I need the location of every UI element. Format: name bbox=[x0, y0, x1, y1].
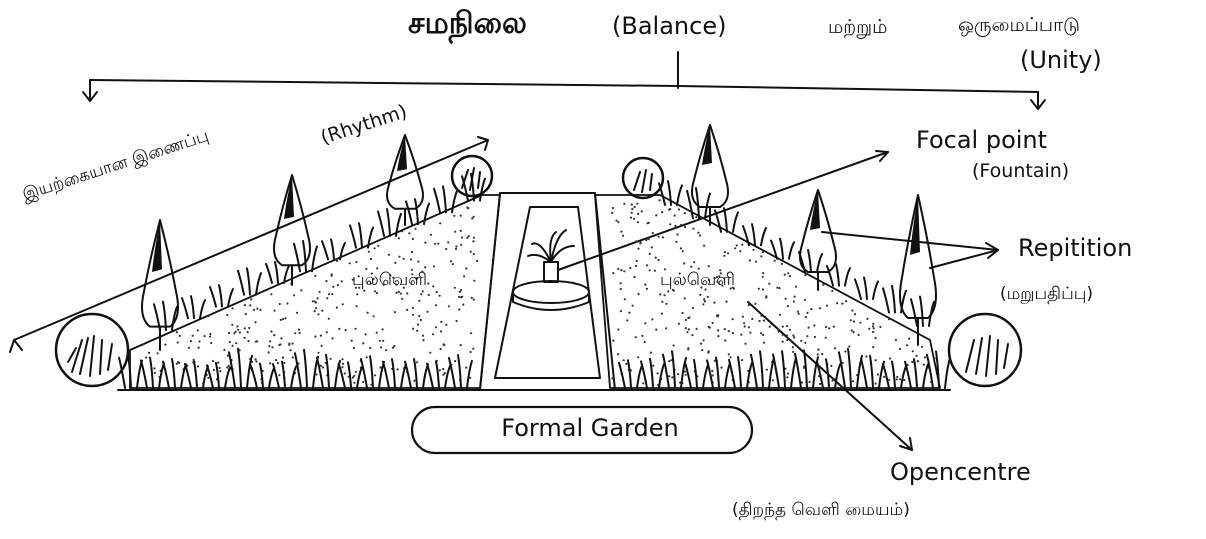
grass-tuft bbox=[685, 360, 708, 388]
lawn-right-label: புல்வெளி bbox=[660, 270, 735, 292]
grass-tuft bbox=[619, 360, 642, 388]
focal-point-sub-label: (Fountain) bbox=[972, 160, 1069, 182]
grass-tuft bbox=[273, 362, 296, 388]
grass-tuft bbox=[361, 356, 384, 388]
trees bbox=[142, 125, 936, 350]
grass-tuft bbox=[855, 277, 878, 299]
grass-tuft bbox=[641, 359, 664, 388]
grass-tuft bbox=[883, 362, 906, 388]
grass-tuft bbox=[295, 350, 318, 388]
grass-tuft bbox=[182, 296, 205, 318]
grass-tuft bbox=[911, 296, 934, 325]
grass-tuft bbox=[339, 362, 362, 388]
grass-tuft bbox=[434, 186, 457, 212]
grass-tuft bbox=[861, 356, 884, 388]
bush-icon bbox=[56, 314, 128, 386]
repetition-sub-label: (மறுபதிப்பு) bbox=[1000, 284, 1093, 306]
unity-tamil-label: ஒருமைப்பாடு bbox=[958, 14, 1080, 39]
and-tamil-label: மற்றும் bbox=[828, 16, 887, 41]
grass-tuft bbox=[799, 250, 822, 272]
repetition-label: Repitition bbox=[1018, 234, 1132, 262]
grass-tufts bbox=[119, 174, 950, 388]
grass-tuft bbox=[251, 364, 274, 388]
unity-english-label: (Unity) bbox=[1020, 46, 1102, 74]
grass-tuft bbox=[141, 358, 164, 388]
grass-tuft bbox=[322, 239, 345, 259]
grass-tuft bbox=[729, 357, 752, 388]
grass-tuft bbox=[163, 359, 186, 388]
balance-tamil-label: சமநிலை bbox=[408, 6, 527, 45]
grass-tuft bbox=[294, 241, 317, 271]
grass-tuft bbox=[427, 361, 450, 388]
garden-title: Formal Garden bbox=[440, 414, 740, 442]
open-centre-arrow bbox=[748, 302, 912, 450]
grass-tuft bbox=[449, 355, 472, 388]
grass-tuft bbox=[663, 351, 686, 388]
grass-tuft bbox=[238, 268, 261, 294]
grass-tuft bbox=[751, 351, 774, 388]
grass-tuft bbox=[210, 285, 233, 306]
grass-tuft bbox=[378, 209, 401, 236]
grass-tuft bbox=[839, 349, 862, 388]
heading-bracket bbox=[83, 52, 1045, 109]
bush-icon bbox=[623, 158, 663, 198]
tree-icon bbox=[692, 125, 728, 225]
grass-tuft bbox=[405, 359, 428, 388]
grass-tuft bbox=[905, 359, 928, 388]
tree-icon bbox=[900, 195, 936, 345]
open-centre-sub-label: (திறந்த வெளி மையம்) bbox=[732, 500, 910, 522]
central-path bbox=[480, 193, 615, 390]
lawn-left-area bbox=[130, 195, 500, 388]
grass-tuft bbox=[773, 351, 796, 388]
grass-tuft bbox=[707, 358, 730, 388]
grass-tuft bbox=[383, 359, 406, 388]
focal-point-label: Focal point bbox=[916, 126, 1047, 154]
lawn-right-area bbox=[595, 195, 940, 388]
fountain-icon bbox=[513, 230, 589, 310]
grass-tuft bbox=[406, 199, 429, 224]
tree-icon bbox=[274, 175, 310, 285]
open-centre-label: Opencentre bbox=[890, 458, 1031, 486]
lawn-left-label: புல்வெளி bbox=[352, 270, 427, 292]
grass-tuft bbox=[827, 264, 850, 286]
grass-tuft bbox=[229, 349, 252, 388]
balance-english-label: (Balance) bbox=[612, 12, 726, 40]
round-bushes bbox=[56, 156, 1021, 386]
bush-icon bbox=[452, 156, 492, 196]
bush-icon bbox=[949, 314, 1021, 386]
grass-tuft bbox=[687, 188, 710, 218]
grass-tuft bbox=[350, 223, 373, 247]
grass-tuft bbox=[317, 355, 340, 388]
